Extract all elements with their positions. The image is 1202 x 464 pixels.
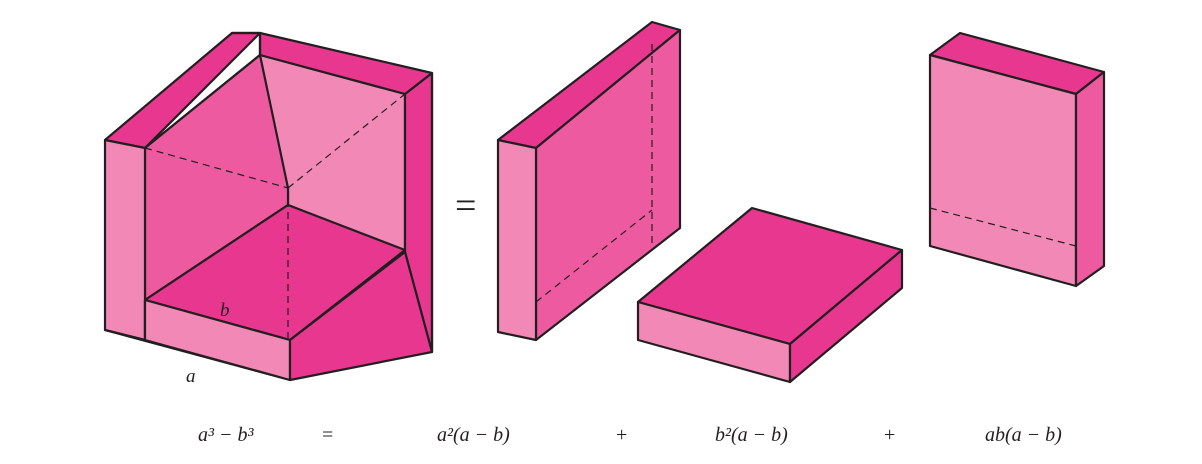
hidden-edge (535, 209, 653, 303)
equation-term2: b²(a − b) (715, 424, 788, 446)
equals-sign-diagram: = (455, 185, 476, 227)
slab2-side (788, 248, 904, 384)
slab1-front (496, 138, 538, 342)
slab3-side (1074, 70, 1106, 288)
label-a: a (186, 366, 196, 387)
slab3-front (928, 53, 1078, 288)
equation-lhs: a³ − b³ (198, 424, 254, 446)
equation-row: a³ − b³ = a²(a − b) + b²(a − b) + ab(a −… (198, 424, 1062, 446)
hidden-edge (929, 207, 1077, 247)
equation-plus2: + (884, 424, 895, 446)
slab-a-squared (496, 20, 682, 342)
label-b: b (220, 300, 230, 321)
equation-equals: = (322, 424, 333, 446)
front-left-slab (103, 138, 147, 342)
hidden-edge (287, 93, 406, 189)
equation-plus1: + (616, 424, 627, 446)
equation-term1: a²(a − b) (437, 424, 510, 446)
hidden-edge (144, 147, 289, 189)
slab-b-squared (636, 206, 904, 384)
cube-with-corner-removed (103, 31, 434, 382)
slab-ab (928, 31, 1106, 288)
equation-term3: ab(a − b) (985, 424, 1062, 446)
